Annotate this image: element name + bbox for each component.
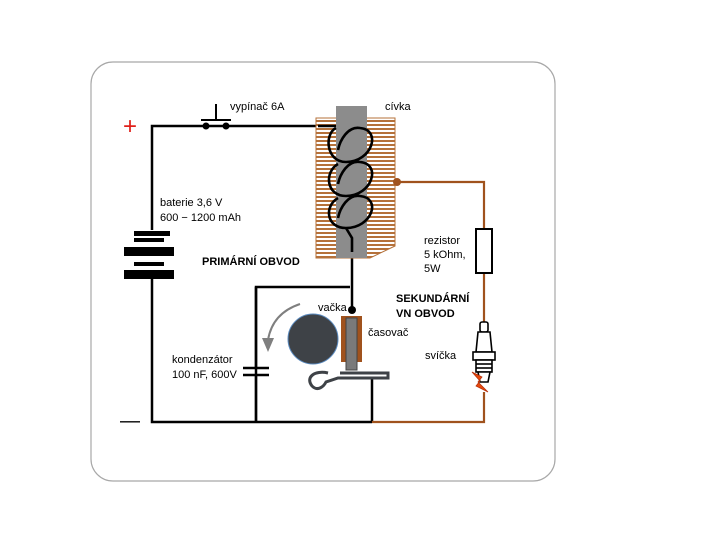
cam xyxy=(262,303,339,365)
primary-circuit-label: PRIMÁRNÍ OBVOD xyxy=(202,255,300,268)
minus-sign: — xyxy=(120,410,140,432)
resistor-label-line2: 5 kOhm, xyxy=(424,249,466,261)
secondary-wires xyxy=(372,180,486,424)
rotation-arrow-icon xyxy=(267,303,301,341)
diagram-frame xyxy=(90,61,556,482)
cam-disc xyxy=(287,313,339,365)
ignition-coil xyxy=(315,106,401,259)
spark-plug xyxy=(472,321,496,383)
breaker-timer xyxy=(308,306,390,390)
coil-hv-terminal xyxy=(393,178,401,186)
resistor xyxy=(475,228,493,274)
plus-sign: + xyxy=(123,113,137,140)
switch xyxy=(201,104,231,130)
coil-iron-core xyxy=(336,106,367,258)
battery xyxy=(124,231,174,279)
capacitor-label-line2: 100 nF, 600V xyxy=(172,369,237,381)
timer-label: časovač xyxy=(368,327,409,339)
spark-icon xyxy=(471,371,489,393)
cam-label: vačka xyxy=(318,302,348,314)
capacitor-label-line1: kondenzátor xyxy=(172,354,233,366)
secondary-circuit-label-line2: VN OBVOD xyxy=(396,308,455,320)
switch-label: vypínač 6A xyxy=(230,101,285,113)
battery-label-line2: 600 − 1200 mAh xyxy=(160,212,241,224)
coil-label: cívka xyxy=(385,101,412,113)
battery-label-line1: baterie 3,6 V xyxy=(160,197,223,209)
resistor-label-line1: rezistor xyxy=(424,235,460,247)
secondary-circuit-label-line1: SEKUNDÁRNÍ xyxy=(396,292,470,305)
breaker-arm xyxy=(308,370,390,390)
resistor-label-line3: 5W xyxy=(424,263,441,275)
coil-primary-winding xyxy=(318,124,374,252)
timer-contact xyxy=(348,306,356,314)
spark-plug-label: svíčka xyxy=(425,350,457,362)
capacitor xyxy=(243,366,269,422)
